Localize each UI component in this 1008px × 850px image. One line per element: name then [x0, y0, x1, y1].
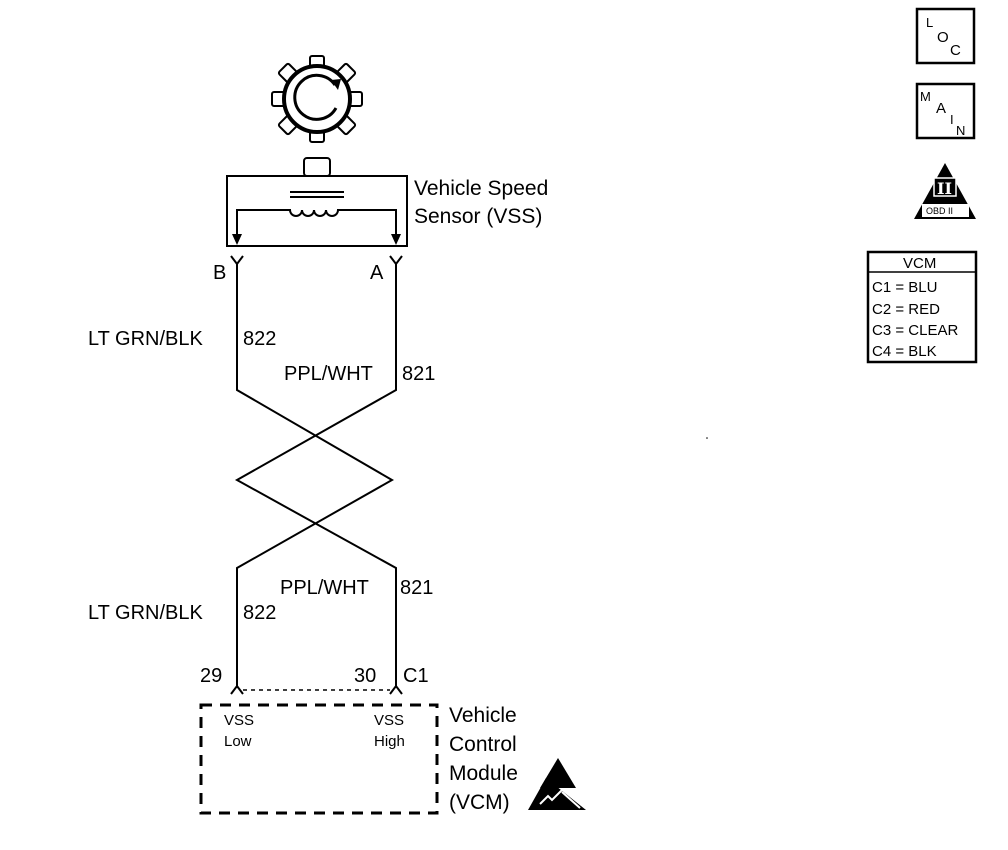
sensor-name-line1: Vehicle Speed	[414, 177, 548, 200]
obd-numeral: II	[937, 179, 952, 198]
module-pin-29: 29	[200, 665, 222, 687]
wire-color-left-top: LT GRN/BLK	[88, 328, 204, 350]
module-connector-pins	[230, 684, 403, 695]
wire-color-left-bottom: LT GRN/BLK	[88, 602, 204, 624]
module-pin-30: 30	[354, 665, 376, 687]
circuit-right-top: 821	[402, 363, 435, 385]
vss-low-line1: VSS	[224, 712, 254, 729]
vcm-connector-legend: VCM C1 = BLU C2 = RED C3 = CLEAR C4 = BL…	[866, 250, 978, 364]
vss-sensor	[226, 157, 408, 247]
main-letter-n: N	[956, 123, 965, 138]
main-letter-i: I	[950, 112, 954, 127]
main-letter-a: A	[936, 100, 946, 117]
legend-row: C4 = BLK	[872, 343, 937, 360]
wire-color-right-bottom: PPL/WHT	[280, 577, 369, 599]
connector-c1-label: C1	[403, 665, 429, 687]
loc-letter-o: O	[937, 29, 949, 46]
circuit-left-bottom: 822	[243, 602, 276, 624]
vss-high-line2: High	[374, 733, 405, 750]
reluctor-wheel-icon	[271, 55, 363, 143]
loc-letter-c: C	[950, 42, 961, 59]
wire-color-right-top: PPL/WHT	[284, 363, 373, 385]
pin-a-label: A	[370, 262, 384, 284]
legend-title: VCM	[903, 255, 936, 272]
vss-high-line1: VSS	[374, 712, 404, 729]
legend-row: C1 = BLU	[872, 279, 937, 296]
legend-row: C3 = CLEAR	[872, 322, 958, 339]
circuit-left-top: 822	[243, 328, 276, 350]
legend-row: C2 = RED	[872, 301, 940, 318]
pin-b-label: B	[213, 262, 226, 284]
esd-warning-icon	[528, 758, 586, 810]
circuit-right-bottom: 821	[400, 577, 433, 599]
obd-label: OBD II	[926, 206, 953, 216]
main-letter-m: M	[920, 89, 931, 104]
vcm-box	[199, 703, 439, 815]
loc-icon[interactable]: L O C	[915, 7, 976, 65]
vcm-name-line4: (VCM)	[449, 791, 510, 814]
twisted-pair-wires	[234, 264, 397, 688]
vss-low-line2: Low	[224, 733, 252, 750]
obd-ii-icon[interactable]: II OBD II	[914, 163, 976, 219]
main-icon[interactable]: M A I N	[915, 82, 976, 140]
vcm-name-line2: Control	[449, 733, 517, 756]
vcm-name-line1: Vehicle	[449, 704, 517, 727]
sensor-name-line2: Sensor (VSS)	[414, 205, 542, 228]
vcm-name-line3: Module	[449, 762, 518, 785]
loc-letter-l: L	[926, 15, 933, 30]
